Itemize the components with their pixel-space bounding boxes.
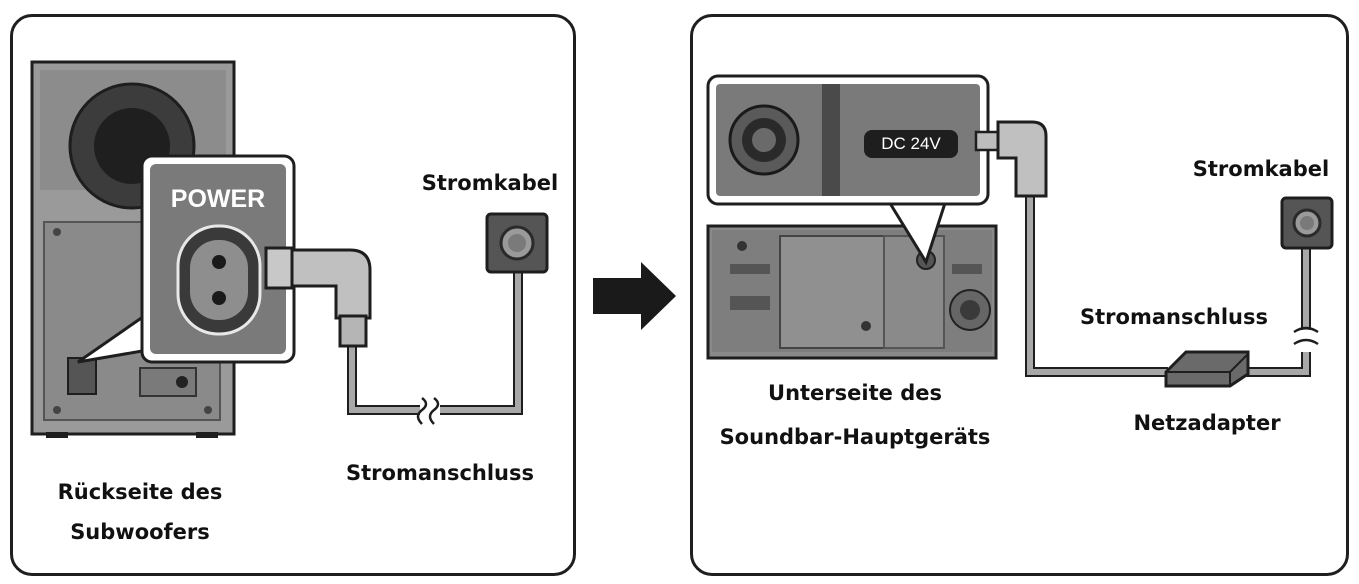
flow-arrow [593, 262, 676, 330]
soundbar-panel [690, 14, 1349, 576]
wall-outlet-right [1280, 196, 1334, 250]
dc-port-label: DC 24V [881, 134, 941, 153]
subwoofer-caption-line1: Rückseite des [57, 480, 223, 504]
power-port-callout [77, 154, 296, 364]
power-adapter [1164, 350, 1250, 388]
outlet-label-right: Stromkabel [1192, 157, 1330, 181]
cable-label-right: Stromanschluss [1080, 305, 1268, 329]
power-cable-left [264, 246, 523, 425]
outlet-label-left: Stromkabel [421, 171, 559, 195]
subwoofer-caption-line2: Subwoofers [70, 520, 210, 544]
adapter-label: Netzadapter [1133, 411, 1281, 435]
soundbar-caption-line2: Soundbar-Hauptgeräts [719, 425, 991, 449]
dc-port-callout [706, 74, 990, 266]
soundbar-caption-line1: Unterseite des [768, 381, 942, 405]
power-port-label: POWER [170, 185, 266, 213]
soundbar-bottom-illustration [706, 224, 998, 360]
cable-label-left: Stromanschluss [346, 461, 534, 485]
wall-outlet-left [485, 212, 549, 274]
power-cable-right [974, 120, 1319, 377]
subwoofer-back-illustration [30, 60, 236, 438]
